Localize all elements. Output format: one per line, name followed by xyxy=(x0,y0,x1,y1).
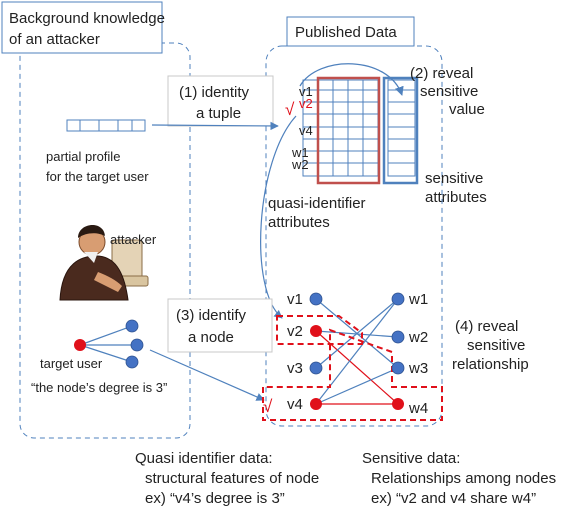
published-data-title: Published Data xyxy=(295,24,397,41)
edge-v2-w4 xyxy=(315,330,399,405)
v4-w4-highlight-region xyxy=(262,328,443,421)
attacker-panel-title-line1: Background knowledge xyxy=(9,10,165,27)
row-label-v2: v2 xyxy=(299,96,313,111)
attacker-panel-title-line2: of an attacker xyxy=(9,31,100,48)
graph-label-v3: v3 xyxy=(287,360,303,377)
footer-qi-line1: Quasi identifier data: xyxy=(135,450,273,467)
graph-node-v3 xyxy=(309,361,323,375)
step2-label-line2: sensitive xyxy=(420,83,478,100)
identify-node-arrow xyxy=(149,349,265,401)
target-user-node xyxy=(74,339,86,351)
partial-profile-label-line2: for the target user xyxy=(46,169,149,184)
partial-profile-row xyxy=(66,119,146,132)
graph-label-v1: v1 xyxy=(287,291,303,308)
edge-v4-w1 xyxy=(315,298,399,405)
step1-label-line1: (1) identity xyxy=(179,84,250,101)
partial-profile-label-line1: partial profile xyxy=(46,149,120,164)
v2-highlight-region xyxy=(276,315,363,345)
step3-label-line2: a node xyxy=(188,329,234,346)
attacker-label: attacker xyxy=(110,232,157,247)
graph-node-v4 xyxy=(310,398,322,410)
graph-node-v2 xyxy=(310,325,322,337)
sensitive-attribute-highlight xyxy=(382,76,419,185)
graph-node-w1 xyxy=(391,292,405,306)
qi-attributes-label-line1: quasi-identifier xyxy=(268,195,366,212)
graph-label-w3: w3 xyxy=(408,360,428,377)
step2-label-line1: (2) reveal xyxy=(410,65,473,82)
graph-label-w4: w4 xyxy=(408,400,428,417)
graph-node-w3 xyxy=(391,361,405,375)
identify-tuple-arrow xyxy=(151,121,279,131)
target-neighbor-node-2 xyxy=(130,338,144,352)
published-data-title-box xyxy=(286,16,415,47)
footer-sensitive-line1: Sensitive data: xyxy=(362,450,460,467)
step4-label-line1: (4) reveal xyxy=(455,318,518,335)
step4-label-line3: relationship xyxy=(452,356,529,373)
target-user-star xyxy=(74,319,144,369)
sensitive-attributes-label-line2: attributes xyxy=(425,189,487,206)
tuple-check-mark: √ xyxy=(285,100,295,119)
step1-label-line2: a tuple xyxy=(196,105,241,122)
target-neighbor-node-3 xyxy=(125,355,139,369)
reveal-value-arrow xyxy=(299,63,404,96)
step1-callout xyxy=(167,75,274,127)
graph-node-v1 xyxy=(309,292,323,306)
graph-label-w2: w2 xyxy=(408,329,428,346)
target-neighbor-node-1 xyxy=(125,319,139,333)
row-label-w2: w2 xyxy=(291,157,309,172)
qi-attributes-label-line2: attributes xyxy=(268,214,330,231)
sensitive-attributes-label-line1: sensitive xyxy=(425,170,483,187)
graph-label-v2: v2 xyxy=(287,323,303,340)
row-label-v1: v1 xyxy=(299,84,313,99)
footer-qi-line3: ex) “v4’s degree is 3” xyxy=(145,490,285,507)
graph-edges xyxy=(315,298,399,405)
step2-label-line3: value xyxy=(449,101,485,118)
step3-label-line1: (3) identify xyxy=(176,307,247,324)
published-table xyxy=(302,79,416,177)
footer-sensitive-line2: Relationships among nodes xyxy=(371,470,556,487)
attacker-panel-frame xyxy=(19,42,191,439)
node-check-mark: √ xyxy=(263,397,273,416)
edge-v4-w3 xyxy=(315,367,399,405)
footer-qi-line2: structural features of node xyxy=(145,470,319,487)
attacker-panel-title-box xyxy=(1,1,163,54)
target-user-label: target user xyxy=(40,356,103,371)
row-label-w1: w1 xyxy=(291,145,309,160)
graph-label-v4: v4 xyxy=(287,396,303,413)
step4-label-line2: sensitive xyxy=(467,337,525,354)
row-label-v4: v4 xyxy=(299,123,313,138)
graph-node-w4 xyxy=(392,398,404,410)
graph-node-w2 xyxy=(391,330,405,344)
step3-callout xyxy=(167,298,273,353)
footer-sensitive-line3: ex) “v2 and v4 share w4” xyxy=(371,490,536,507)
graph-label-w1: w1 xyxy=(408,291,428,308)
attacker-icon xyxy=(59,224,149,301)
degree-quote: “the node’s degree is 3” xyxy=(31,380,167,395)
quasi-identifier-highlight xyxy=(316,76,381,185)
